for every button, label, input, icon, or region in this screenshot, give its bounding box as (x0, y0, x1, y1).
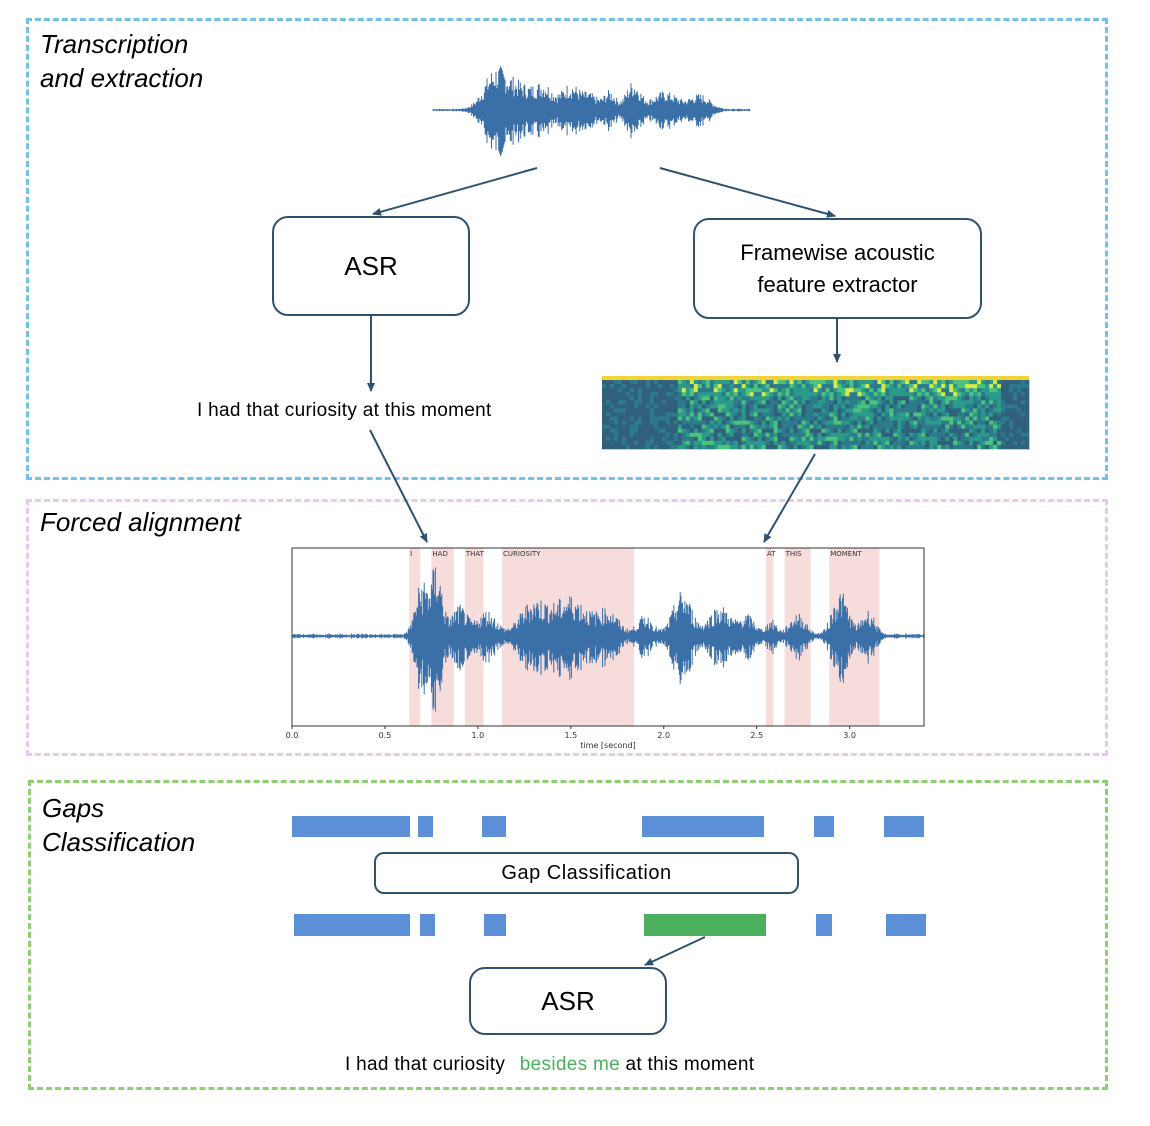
feature-extractor-line1: Framewise acoustic (740, 239, 935, 265)
arrow-to-feature-extractor (659, 167, 836, 218)
arrow-gap-to-asr (644, 936, 706, 966)
word-label: CURIOSITY (503, 550, 541, 558)
asr-box-top: ASR (272, 216, 470, 316)
spectrogram (602, 376, 1030, 450)
arrow-to-asr (372, 167, 538, 216)
feature-extractor-line2: feature extractor (757, 271, 918, 297)
word-label: I (410, 550, 412, 558)
final-transcript-before: I had that curiosity (345, 1054, 511, 1075)
segment-bar (418, 816, 433, 837)
final-transcript-after: at this moment (619, 1054, 755, 1075)
word-label: HAD (432, 550, 447, 558)
x-tick-label: 0.5 (379, 731, 392, 740)
arrow-transcript-to-alignment (369, 429, 428, 543)
x-tick-label: 0.0 (286, 731, 299, 740)
segment-bar (642, 816, 764, 837)
segment-bar (294, 914, 410, 936)
x-tick-label: 3.0 (843, 731, 856, 740)
x-tick-label: 2.0 (657, 731, 670, 740)
segment-bar (816, 914, 832, 936)
gap-classification-label: Gap Classification (501, 861, 672, 884)
segment-bar (814, 816, 834, 837)
segment-bar (884, 816, 924, 837)
initial-transcript: I had that curiosity at this moment (197, 400, 492, 421)
x-tick-label: 1.5 (564, 731, 577, 740)
segment-bar (886, 914, 926, 936)
x-tick-label: 1.0 (472, 731, 485, 740)
transcription-title: Transcription and extraction (40, 29, 204, 93)
alignment-plot: I HAD THAT CURIOSITY AT THIS MOMENT 0.0 0.5 1.0 1… (286, 547, 925, 750)
gaps-section (28, 780, 1108, 1090)
audio-waveform (432, 66, 751, 156)
final-transcript: I had that curiosity besides me at this … (345, 1054, 754, 1076)
segment-bar (420, 914, 435, 936)
asr-box-bottom: ASR (469, 967, 667, 1035)
gap-filled-bar (644, 914, 766, 936)
asr-label-bottom: ASR (541, 985, 595, 1016)
word-label: AT (767, 550, 776, 558)
asr-label: ASR (344, 250, 398, 281)
transcription-section (26, 18, 1108, 480)
segment-bars-bottom (294, 914, 926, 936)
word-label: MOMENT (830, 550, 862, 558)
segment-bar (484, 914, 506, 936)
segment-bar (482, 816, 506, 837)
arrow-spectrogram-to-alignment (763, 453, 816, 543)
alignment-section (26, 499, 1108, 756)
x-tick-label: 2.5 (750, 731, 763, 740)
segment-bar (292, 816, 410, 837)
alignment-xlabel: time [second] (580, 741, 635, 750)
word-label: THAT (465, 550, 485, 558)
gaps-title: Gaps Classification (42, 793, 196, 857)
segment-bars-top (292, 816, 924, 837)
gap-classification-box: Gap Classification (374, 852, 799, 894)
alignment-title: Forced alignment (40, 507, 241, 537)
inserted-words: besides me (519, 1054, 620, 1075)
feature-extractor-box: Framewise acoustic feature extractor (693, 218, 982, 319)
word-label: THIS (785, 550, 803, 558)
